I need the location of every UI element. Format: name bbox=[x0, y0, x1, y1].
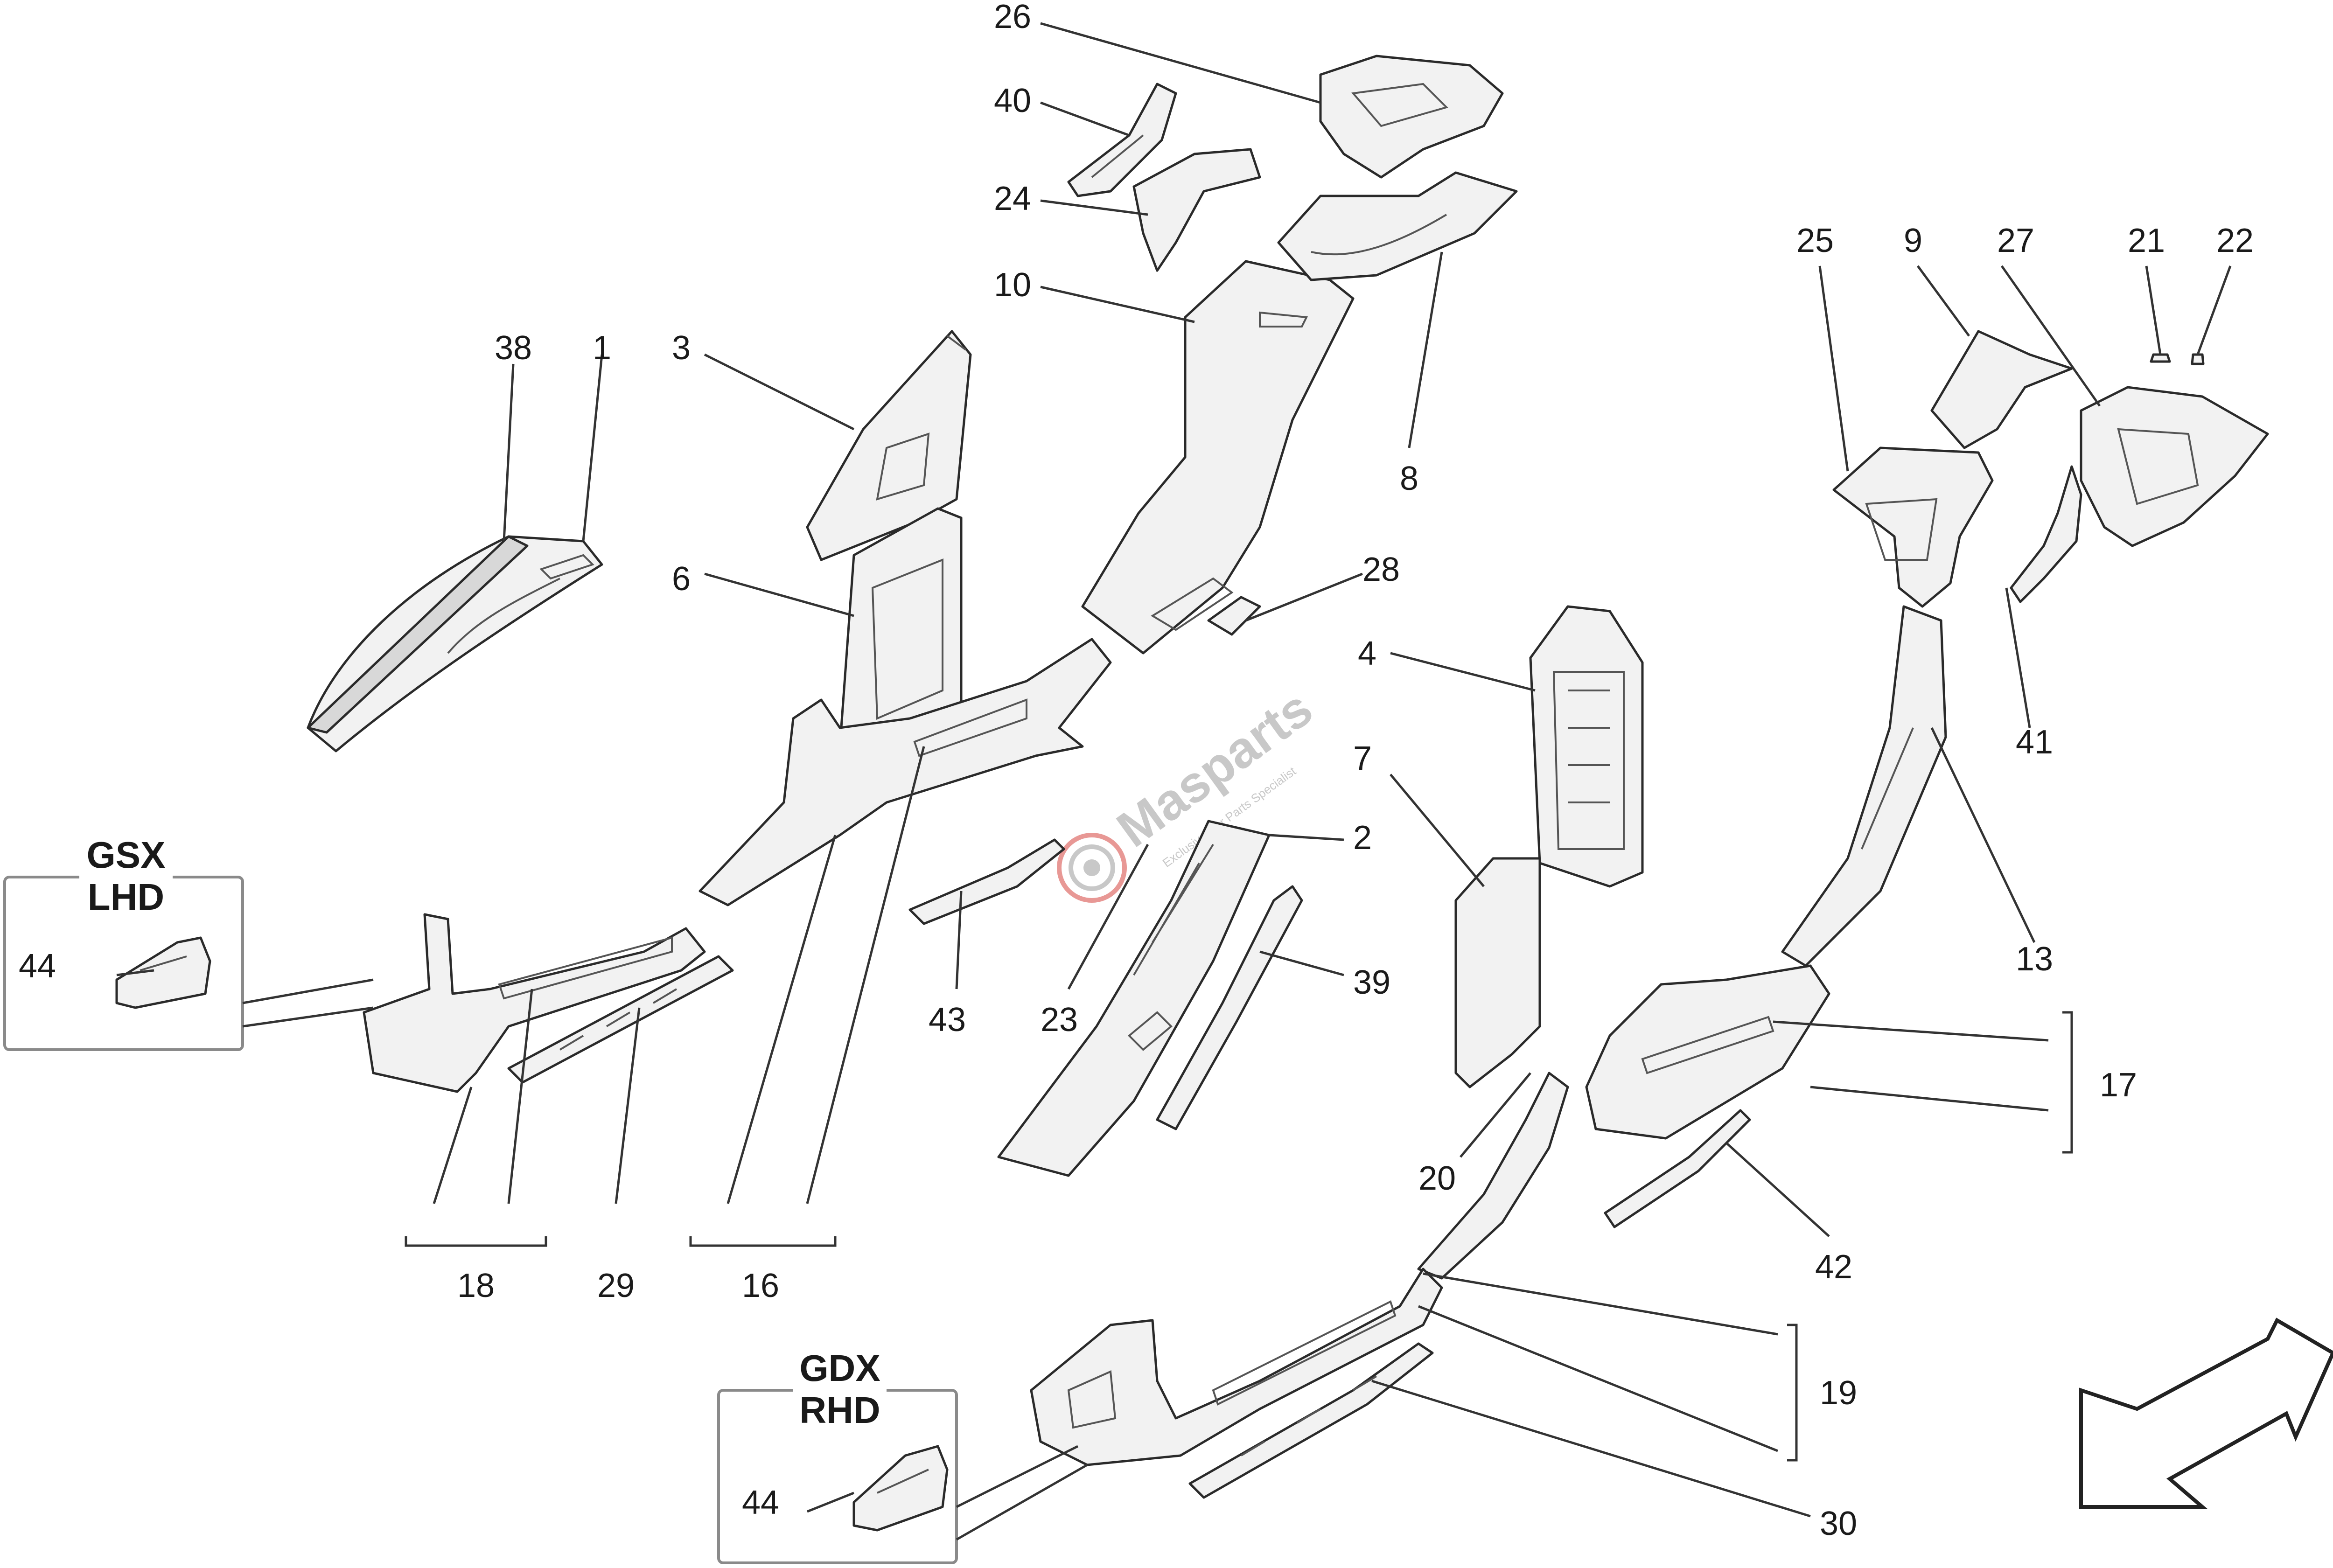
part-24-clip bbox=[1132, 148, 1261, 272]
part-17-floor-trim bbox=[1585, 964, 1830, 1140]
inset-rhd-pointer-2 bbox=[956, 1463, 1088, 1541]
part-19-footwell-panel-rhd bbox=[1030, 1268, 1443, 1466]
part-13-rear-pillar bbox=[1781, 605, 1947, 967]
inset-rhd-line2: RHD bbox=[799, 1389, 880, 1431]
callout-7: 7 bbox=[1353, 740, 1372, 777]
watermark-logo-icon bbox=[1057, 833, 1127, 903]
inset-lhd-pointer-1 bbox=[242, 978, 374, 1004]
callout-6: 6 bbox=[672, 560, 691, 598]
callout-23: 23 bbox=[1041, 1001, 1078, 1038]
part-40-bracket bbox=[1067, 83, 1177, 197]
callout-20: 20 bbox=[1418, 1160, 1456, 1197]
part-26-top-bracket bbox=[1319, 55, 1504, 179]
callout-10: 10 bbox=[994, 266, 1031, 304]
callout-27: 27 bbox=[1997, 222, 2034, 259]
callout-40: 40 bbox=[994, 82, 1031, 119]
part-28-handle bbox=[1207, 596, 1261, 636]
callout-4: 4 bbox=[1358, 635, 1376, 672]
brace-19 bbox=[1787, 1324, 1798, 1462]
part-9-bracket bbox=[1930, 330, 2073, 449]
callout-labels: 26 40 24 10 8 38 1 3 6 28 4 7 2 39 43 23… bbox=[19, 0, 2254, 1542]
callout-13: 13 bbox=[2016, 941, 2053, 978]
part-42-rail bbox=[1604, 1109, 1751, 1228]
callout-26: 26 bbox=[994, 0, 1031, 35]
callout-2: 2 bbox=[1353, 819, 1372, 857]
part-22-screw-icon bbox=[2191, 353, 2205, 365]
direction-arrow-icon bbox=[2079, 1317, 2333, 1509]
callout-16: 16 bbox=[742, 1267, 779, 1304]
inset-lhd-line2: LHD bbox=[88, 876, 164, 918]
part-20-scuff-strip bbox=[1417, 1072, 1569, 1280]
parts-artwork bbox=[307, 55, 2269, 1499]
part-44-bracket-lhd bbox=[115, 936, 211, 1009]
callout-30: 30 bbox=[1820, 1505, 1857, 1542]
part-16-sill-trim bbox=[699, 638, 1112, 906]
inset-rhd-title-bg bbox=[793, 1376, 887, 1414]
callout-19: 19 bbox=[1820, 1374, 1857, 1412]
callout-17: 17 bbox=[2100, 1066, 2137, 1104]
inset-rhd-pointer-1 bbox=[956, 1445, 1079, 1508]
brace-18 bbox=[405, 1236, 547, 1247]
inset-rhd: GDX RHD bbox=[717, 1347, 1088, 1564]
part-25-upper-bracket bbox=[1832, 446, 1994, 608]
callout-22: 22 bbox=[2216, 222, 2254, 259]
callout-1: 1 bbox=[593, 329, 611, 367]
brace-17 bbox=[2062, 1011, 2073, 1154]
inset-lhd-line1: GSX bbox=[87, 834, 166, 876]
callout-9: 9 bbox=[1904, 222, 1922, 259]
part-29-sill-rail bbox=[507, 955, 734, 1084]
inset-lhd: GSX LHD bbox=[3, 834, 374, 1051]
callout-29: 29 bbox=[597, 1267, 635, 1304]
callout-18: 18 bbox=[457, 1267, 495, 1304]
part-18-footwell-panel bbox=[363, 913, 706, 1093]
leader-lines bbox=[116, 22, 2232, 1518]
inset-rhd-line1: GDX bbox=[799, 1347, 880, 1389]
callout-43: 43 bbox=[929, 1001, 966, 1038]
brace-16 bbox=[689, 1236, 837, 1247]
part-43-bracket bbox=[908, 838, 1065, 925]
part-27-bracket bbox=[2080, 386, 2269, 547]
callout-39: 39 bbox=[1353, 964, 1390, 1001]
callout-25: 25 bbox=[1796, 222, 1834, 259]
callout-3: 3 bbox=[672, 329, 691, 367]
callout-38: 38 bbox=[495, 329, 532, 367]
part-41-clip bbox=[2010, 465, 2082, 603]
part-44-bracket-rhd bbox=[852, 1445, 949, 1532]
callout-44-lhd: 44 bbox=[19, 948, 56, 985]
callout-24: 24 bbox=[994, 180, 1031, 217]
part-7-lower-trim bbox=[1454, 857, 1541, 1088]
inset-lhd-pointer-2 bbox=[242, 1006, 374, 1028]
callout-8: 8 bbox=[1400, 460, 1418, 497]
callout-21: 21 bbox=[2128, 222, 2165, 259]
callout-28: 28 bbox=[1362, 551, 1400, 588]
group-braces bbox=[405, 1011, 2073, 1462]
callout-41: 41 bbox=[2016, 724, 2053, 761]
callout-42: 42 bbox=[1815, 1248, 1852, 1286]
part-4-rear-pillar-assembly bbox=[1529, 605, 1644, 888]
part-upper-rear-strip bbox=[1277, 171, 1518, 281]
inset-lhd-title-bg bbox=[79, 863, 173, 900]
callout-44-rhd: 44 bbox=[742, 1484, 779, 1521]
part-21-screw-icon bbox=[2150, 353, 2171, 363]
part-a-pillar-trim bbox=[307, 535, 603, 753]
part-39-rail bbox=[1156, 885, 1303, 1130]
